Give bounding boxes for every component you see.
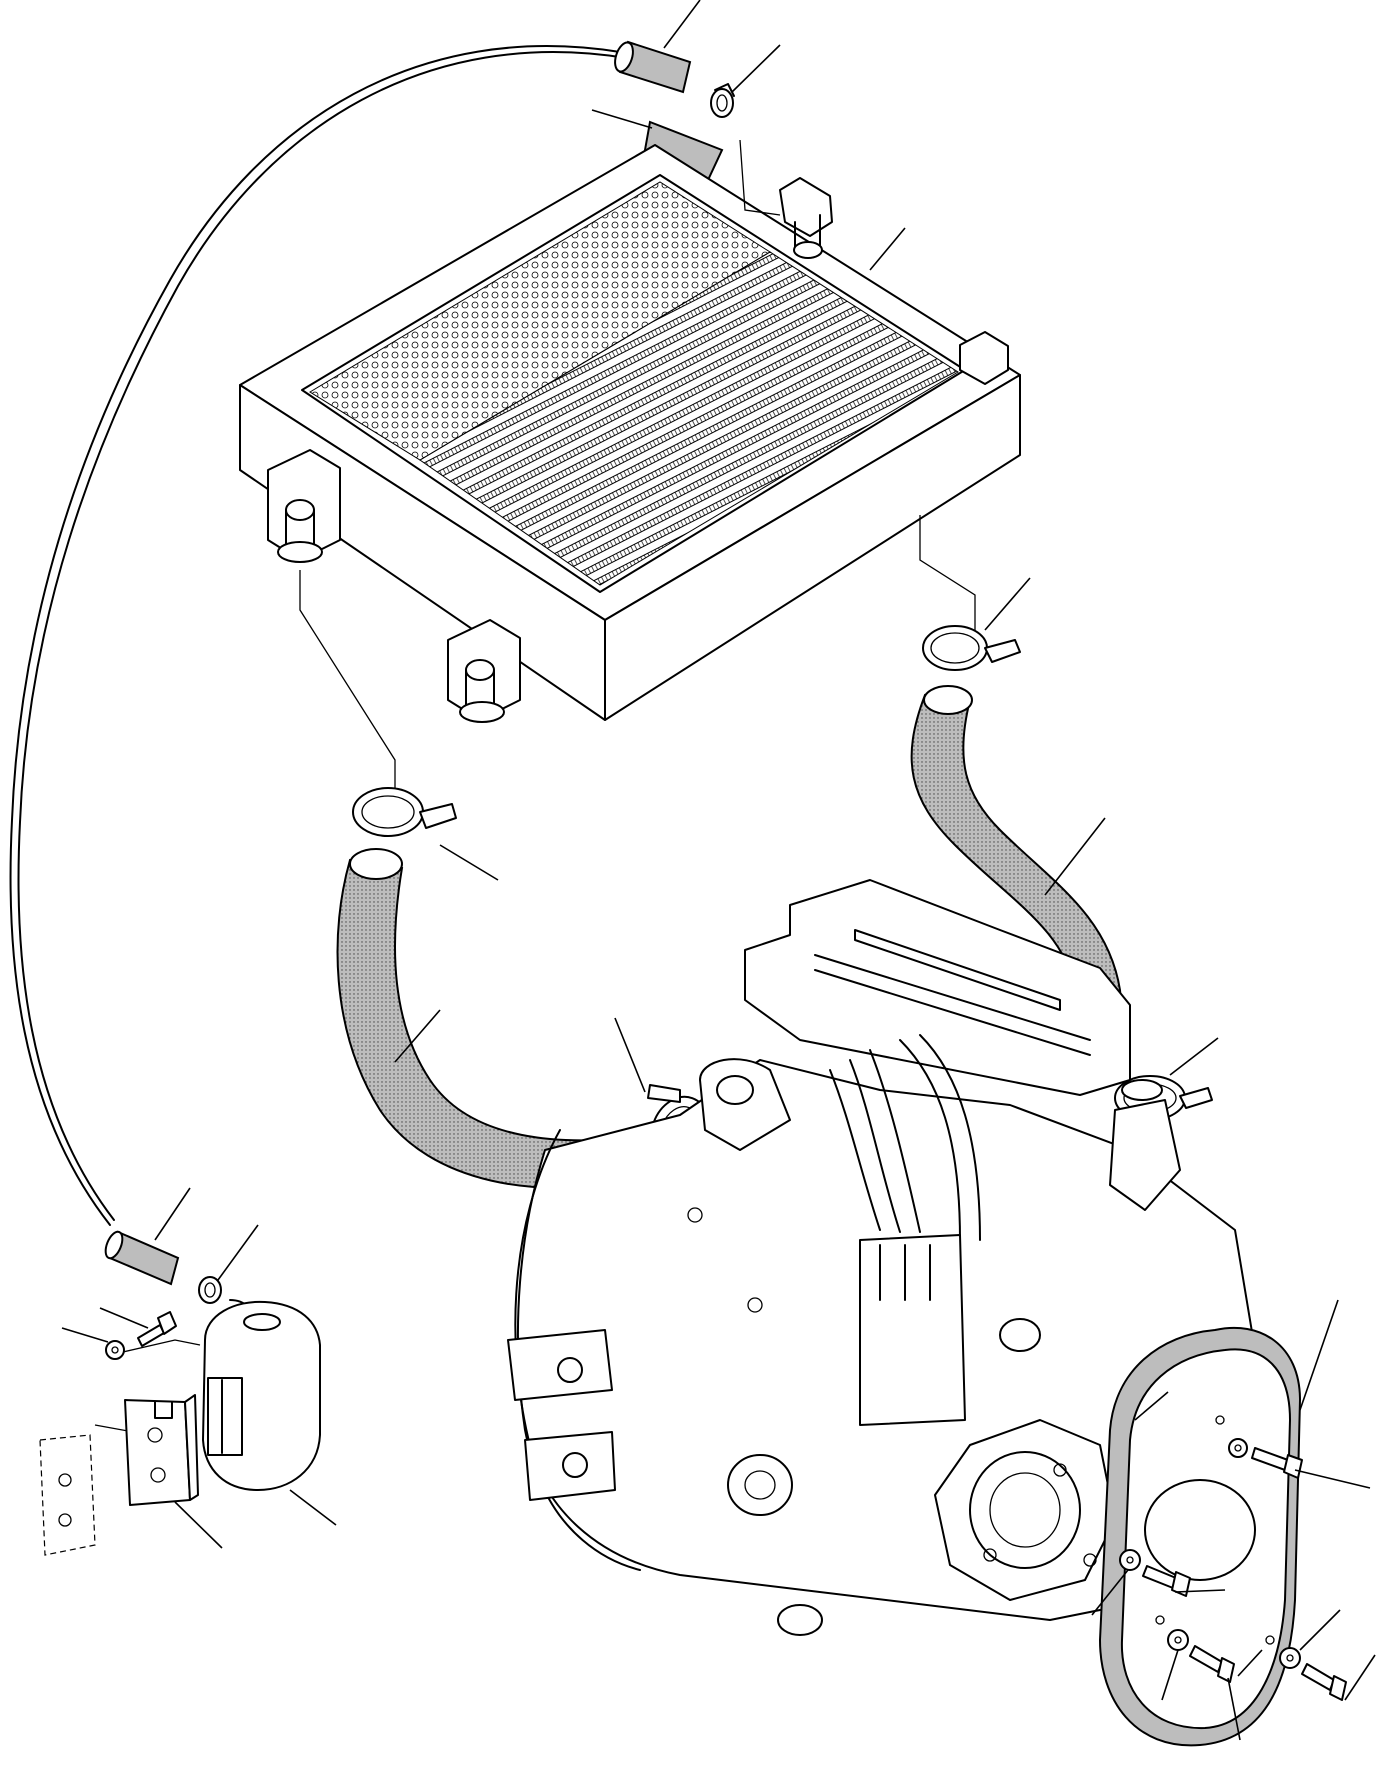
washer — [1119, 1549, 1141, 1571]
overflow-hose — [9, 45, 627, 1226]
hose-clamp-top-small — [710, 83, 735, 118]
washer — [1228, 1438, 1248, 1458]
bolt — [137, 1311, 177, 1347]
bolt — [1189, 1645, 1235, 1683]
hose-clamp-upper-right — [922, 625, 1021, 671]
washer — [1167, 1629, 1189, 1651]
engine — [507, 879, 1256, 1636]
radiator — [239, 144, 1021, 723]
callout-leader-lines — [61, 0, 1376, 1741]
bolt — [1301, 1663, 1347, 1701]
bolt — [1142, 1565, 1191, 1597]
fan-belt-cover — [1098, 1326, 1302, 1747]
hose-clamp-bottom-small — [198, 1276, 222, 1304]
washer — [1279, 1647, 1301, 1669]
bolt — [1251, 1447, 1303, 1479]
hose-clamp-upper-left — [352, 787, 457, 837]
tank-bracket — [124, 1394, 199, 1506]
overflow-hose-bottom-segment — [104, 1230, 180, 1286]
mounting-plate — [39, 1434, 96, 1556]
overflow-hose-top-segment — [614, 40, 692, 94]
reserve-tank — [202, 1299, 321, 1491]
washer — [105, 1340, 125, 1360]
